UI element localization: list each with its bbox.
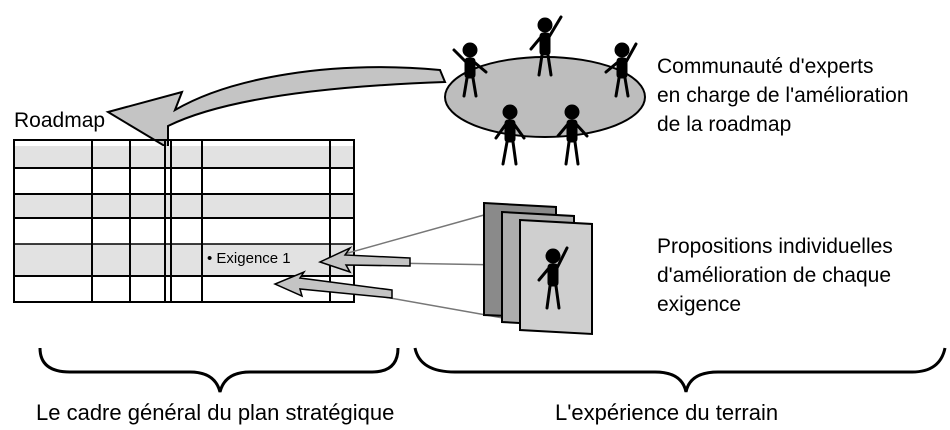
community-line: de la roadmap [657, 113, 792, 136]
community-description: Communauté d'experts en charge de l'amél… [657, 52, 909, 139]
proposals-line: exigence [657, 293, 742, 316]
requirement-label: • Exigence 1 [205, 250, 293, 267]
caption-field-experience: L'expérience du terrain [555, 400, 779, 425]
community-line: en charge de l'amélioration [657, 84, 909, 107]
caption-strategic-plan: Le cadre général du plan stratégique [36, 400, 395, 425]
proposal-arrow-bottom [273, 270, 393, 299]
community-line: Communauté d'experts [657, 55, 874, 78]
proposal-pages [483, 201, 593, 336]
brace-left [38, 347, 400, 393]
brace-right [413, 347, 947, 393]
proposal-figure [537, 246, 569, 310]
feedback-arrow [105, 66, 447, 150]
proposals-description: Propositions individuelles d'amélioratio… [657, 232, 893, 319]
roadmap-table [13, 139, 355, 303]
community-ellipse [444, 56, 646, 138]
proposals-line: d'amélioration de chaque [657, 264, 892, 287]
expert-figures [452, 15, 638, 166]
proposals-line: Propositions individuelles [657, 235, 893, 258]
proposal-arrow-top [317, 246, 411, 274]
roadmap-title: Roadmap [14, 109, 106, 132]
